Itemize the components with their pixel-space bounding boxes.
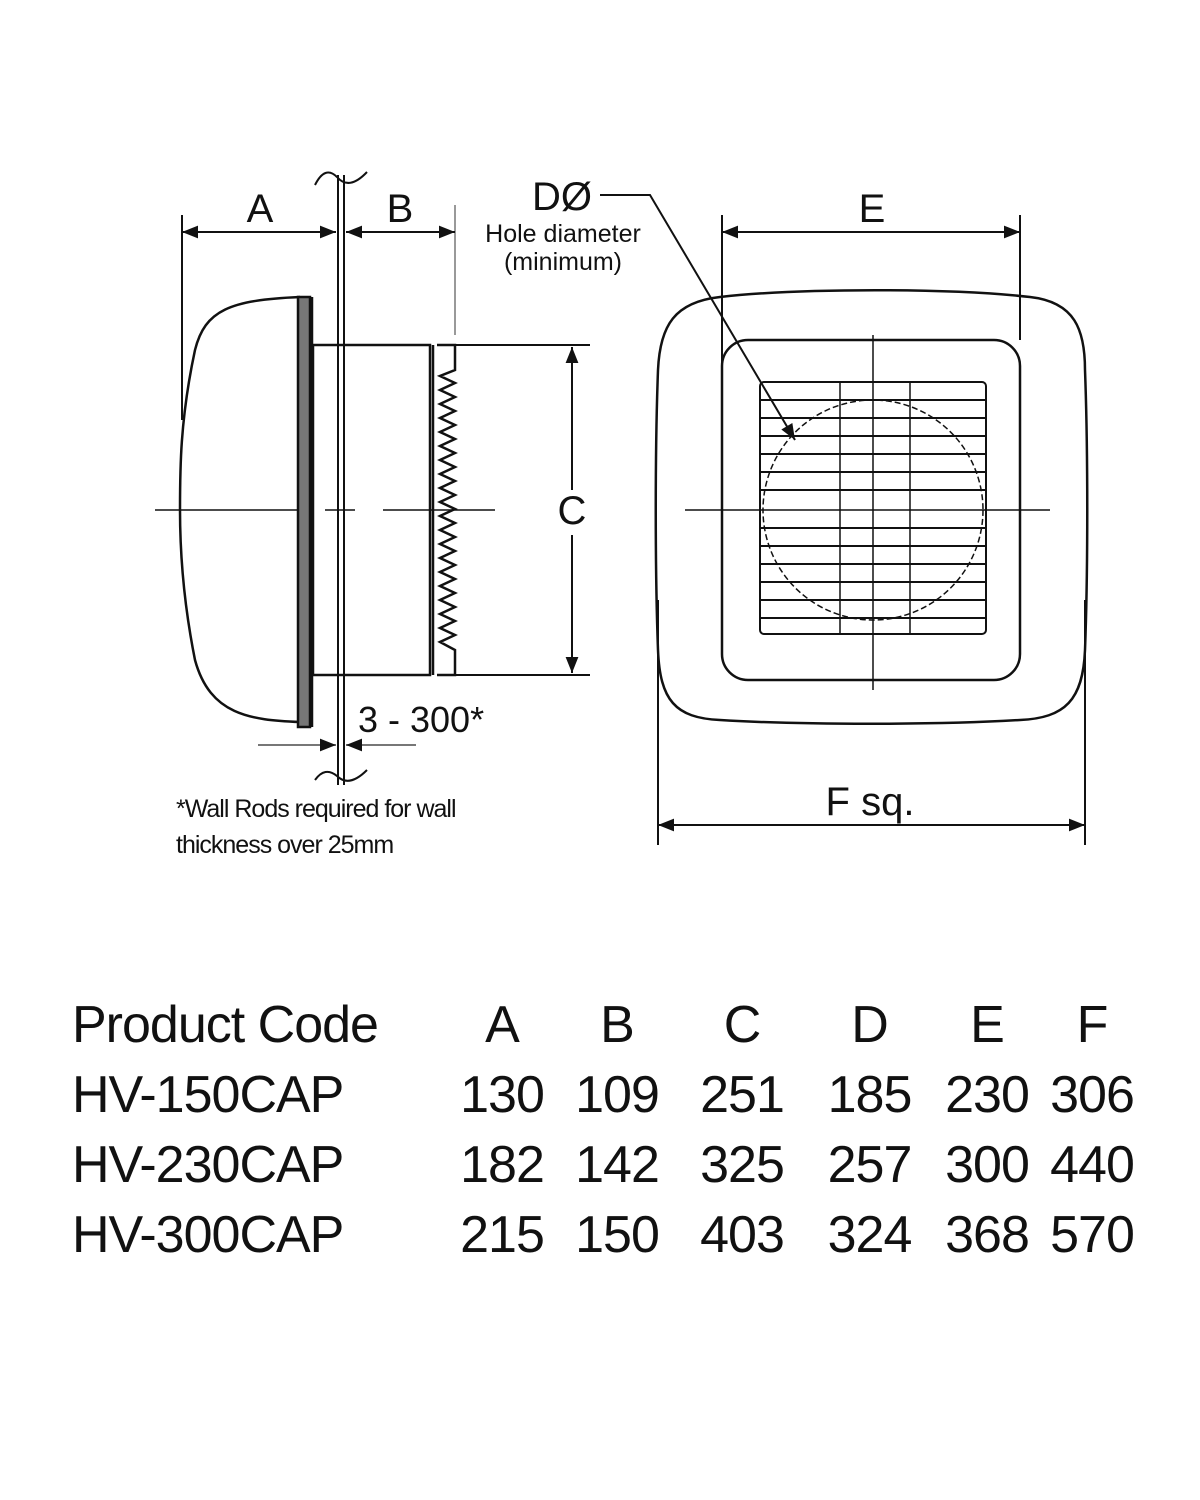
housing-flange	[296, 295, 312, 729]
cell-b: 109	[575, 1066, 660, 1124]
header-c: C	[723, 996, 762, 1054]
cell-d: 257	[827, 1136, 913, 1194]
label-e: E	[859, 187, 886, 231]
header-b: B	[600, 996, 635, 1054]
footnote-line-2: thickness over 25mm	[176, 831, 393, 859]
cell-a: 182	[460, 1136, 545, 1194]
table-row: HV-150CAP 130 109 251 185 230 306	[72, 1060, 1147, 1130]
label-d-note-1: Hole diameter	[485, 220, 641, 248]
label-f: F sq.	[826, 780, 915, 824]
wall-line	[314, 171, 368, 785]
cell-d: 185	[827, 1066, 913, 1124]
cell-e: 368	[945, 1206, 1030, 1264]
label-a: A	[247, 187, 274, 231]
cell-c: 251	[700, 1066, 785, 1124]
cell-f: 570	[1050, 1206, 1135, 1264]
fan-dimension-diagram: A B C 3 - 300* *Wall Rods required for w…	[155, 171, 1089, 859]
cell-c: 325	[700, 1136, 785, 1194]
label-b: B	[387, 187, 414, 231]
footnote-line-1: *Wall Rods required for wall	[176, 795, 456, 823]
cell-e: 230	[945, 1066, 1030, 1124]
header-e: E	[970, 996, 1005, 1054]
label-d-note-2: (minimum)	[504, 248, 622, 276]
label-wall-range: 3 - 300*	[358, 699, 484, 740]
cell-c: 403	[700, 1206, 785, 1264]
header-a: A	[485, 996, 520, 1054]
label-d: DØ	[532, 175, 592, 219]
side-view	[155, 171, 590, 785]
cell-product-code: HV-300CAP	[72, 1206, 344, 1264]
d-leader-line	[600, 194, 796, 441]
header-d: D	[851, 996, 889, 1054]
table-row: HV-230CAP 182 142 325 257 300 440	[72, 1130, 1147, 1200]
table-row: HV-300CAP 215 150 403 324 368 570	[72, 1200, 1147, 1270]
outer-grille-frame	[654, 289, 1089, 725]
cell-product-code: HV-230CAP	[72, 1136, 344, 1194]
front-view	[654, 215, 1089, 845]
cell-product-code: HV-150CAP	[72, 1066, 344, 1124]
cell-f: 440	[1050, 1136, 1135, 1194]
label-c: C	[558, 489, 587, 533]
cell-b: 142	[575, 1136, 660, 1194]
header-product-code: Product Code	[72, 996, 379, 1054]
cell-a: 215	[460, 1206, 545, 1264]
cell-b: 150	[575, 1206, 660, 1264]
cell-a: 130	[460, 1066, 545, 1124]
cell-e: 300	[945, 1136, 1030, 1194]
dimensions-table: Product Code A B C D E F HV-150CAP 130 1…	[72, 990, 1147, 1270]
header-f: F	[1076, 996, 1109, 1054]
cell-d: 324	[827, 1206, 913, 1264]
cell-f: 306	[1050, 1066, 1135, 1124]
grille-zigzag	[436, 343, 458, 677]
table-header-row: Product Code A B C D E F	[72, 990, 1147, 1060]
